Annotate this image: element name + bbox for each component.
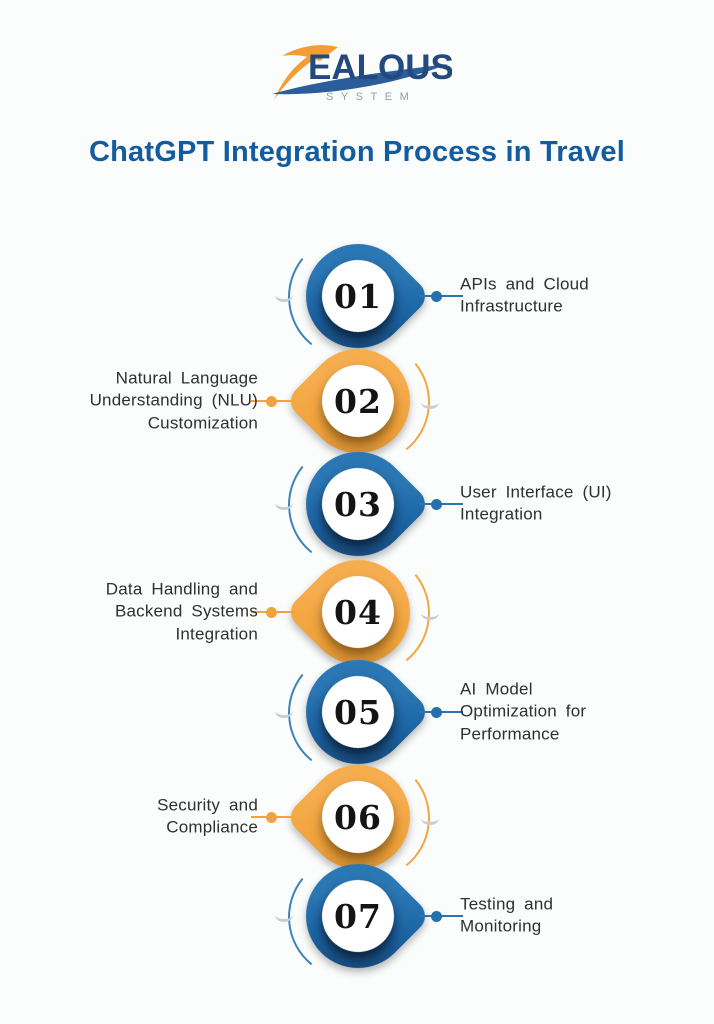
tick-mark-icon — [275, 288, 293, 302]
step-number-badge: 06 — [334, 797, 382, 837]
tick-mark-icon — [421, 811, 439, 825]
step-number-badge: 07 — [334, 896, 382, 936]
tick-mark-icon — [421, 606, 439, 620]
step-number-badge: 05 — [334, 692, 382, 732]
zealous-logo: EALOUS SYSTEM — [0, 42, 714, 106]
connector-dot-icon — [431, 499, 442, 510]
step-number-badge: 02 — [334, 381, 382, 421]
step-label: Testing and Monitoring — [460, 894, 554, 936]
zealous-logo-graphic: EALOUS SYSTEM — [272, 45, 452, 103]
z-swoosh-icon — [274, 45, 338, 100]
step-label: AI Model Optimization for Performance — [460, 679, 587, 744]
connector-dot-icon — [266, 607, 277, 618]
connector-dot-icon — [431, 707, 442, 718]
logo-subtitle: SYSTEM — [326, 91, 416, 103]
connector-dot-icon — [266, 812, 277, 823]
tick-mark-icon — [275, 908, 293, 922]
step-number-badge: 04 — [334, 592, 382, 632]
logo-wordmark: EALOUS — [308, 48, 452, 87]
page-title: ChatGPT Integration Process in Travel — [89, 136, 625, 168]
step-number-badge: 03 — [334, 484, 382, 524]
step-label: User Interface (UI) Integration — [460, 482, 612, 524]
connector-dot-icon — [431, 911, 442, 922]
connector-dot-icon — [431, 291, 442, 302]
step-label: Natural Language Understanding (NLU) Cus… — [89, 368, 258, 433]
step-label: Security and Compliance — [157, 795, 258, 837]
blue-swoosh-icon — [272, 64, 448, 95]
tick-mark-icon — [275, 496, 293, 510]
connector-dot-icon — [266, 396, 277, 407]
tick-mark-icon — [421, 395, 439, 409]
step-label: Data Handling and Backend Systems Integr… — [105, 579, 258, 644]
step-number-badge: 01 — [334, 276, 382, 316]
step-label: APIs and Cloud Infrastructure — [460, 274, 589, 316]
tick-mark-icon — [275, 704, 293, 718]
